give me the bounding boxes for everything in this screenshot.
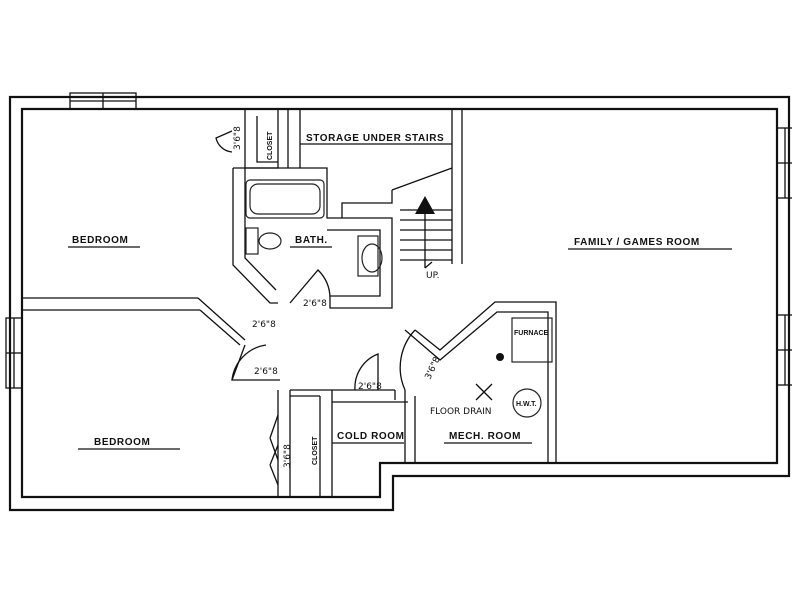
interior-walls — [22, 109, 557, 497]
toilet-bowl — [258, 232, 282, 250]
toilet-tank — [245, 227, 259, 255]
exterior-walls — [8, 95, 791, 512]
windows — [5, 92, 792, 389]
stair-up-label: UP. — [426, 271, 439, 281]
floor-drain-x-icon — [475, 383, 493, 401]
fixtures — [245, 179, 553, 418]
stairs — [400, 196, 452, 269]
sink — [361, 243, 383, 273]
floor-drain-label: FLOOR DRAIN — [430, 407, 492, 417]
drain-circle-icon — [496, 353, 504, 361]
furnace-label: FURNACE — [514, 330, 549, 337]
closet-label-top: CLOSET — [267, 131, 274, 160]
bathtub — [245, 179, 325, 219]
door-size-cold-room: 2'6"8 — [358, 382, 382, 392]
furnace-box — [511, 317, 553, 363]
room-label-bedroom-bottom: BEDROOM — [94, 437, 150, 448]
doors — [215, 130, 416, 486]
door-size-mech-room: 3'6"8 — [424, 355, 443, 381]
room-label-bath: BATH. — [295, 235, 328, 246]
door-size-hall-bottom: 2'6"8 — [254, 367, 278, 377]
hwt-label: H.W.T. — [516, 401, 537, 408]
room-label-bedroom-top: BEDROOM — [72, 235, 128, 246]
door-size-closet-top: 3'6"8 — [233, 126, 243, 150]
room-label-family: FAMILY / GAMES ROOM — [574, 237, 700, 248]
vanity — [357, 235, 379, 277]
door-size-hall-top: 2'6"8 — [252, 320, 276, 330]
closet-label-bottom: CLOSET — [312, 436, 319, 465]
door-size-bath: 2'6"8 — [303, 299, 327, 309]
door-size-closet-bottom: 3'6"8 — [283, 444, 293, 468]
up-arrow-icon — [415, 196, 435, 214]
hwt-tank — [512, 388, 542, 418]
room-label-mech-room: MECH. ROOM — [449, 431, 521, 442]
room-label-storage: STORAGE UNDER STAIRS — [306, 133, 444, 144]
room-label-cold-room: COLD ROOM — [337, 431, 405, 442]
